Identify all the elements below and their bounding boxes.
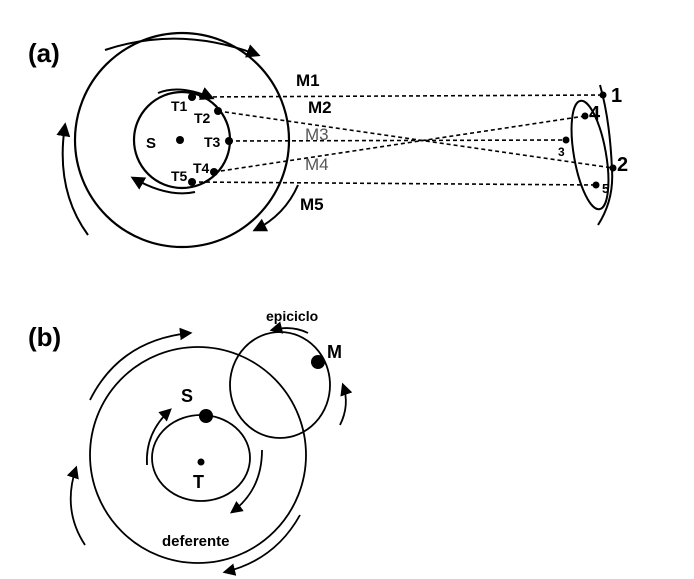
deferent-circle: [89, 346, 307, 564]
apparent-position-2: [609, 164, 617, 172]
epicycle-arrow-top: [269, 321, 309, 334]
sight-lines: [191, 94, 614, 186]
sun-orbit-arrow-left: [146, 408, 172, 466]
deferent-label: deferente: [162, 533, 230, 550]
deferent-arrow-left: [66, 465, 86, 546]
mars-label-m5: M5: [300, 195, 324, 214]
panel-b: (b) epiciclo M S T deferente: [28, 308, 353, 576]
sun-label-b: S: [181, 386, 193, 406]
panel-a: (a) S T1 T2 T3 T4 T5: [28, 31, 628, 249]
earth-label-t5: T5: [171, 168, 188, 184]
earth-orbit-arrow-top: [157, 87, 215, 100]
apparent-label-1: 1: [611, 85, 622, 107]
apparent-label-4: 4: [589, 103, 601, 125]
apparent-position-5: [592, 181, 600, 189]
earth-label-t3: T3: [204, 134, 221, 150]
sun-label: S: [146, 135, 156, 152]
mars-label-m3: M3: [305, 125, 329, 144]
earth-label-t2: T2: [194, 110, 211, 126]
deferent-arrow-bottom: [222, 514, 301, 576]
earth-label-t4: T4: [193, 160, 210, 176]
earth-orbit-arrow-bottom: [130, 176, 196, 195]
sight-line-2: [217, 110, 614, 169]
sun-dot: [176, 136, 184, 144]
apparent-label-2: 2: [617, 154, 628, 176]
sight-line-4: [213, 115, 586, 173]
apparent-position-4: [581, 112, 589, 120]
earth-body: [197, 458, 205, 466]
mars-body: [311, 355, 325, 369]
mars-label-m2: M2: [308, 98, 332, 117]
mars-orbit-arrow-top: [104, 37, 261, 58]
panel-a-label: (a): [28, 38, 60, 68]
deferent-arrow-top: [89, 327, 193, 401]
panel-b-label: (b): [28, 322, 61, 352]
sight-line-1: [191, 94, 604, 98]
retrograde-loop: [570, 99, 610, 211]
apparent-label-5: 5: [602, 181, 609, 196]
mars-label-m1: M1: [296, 71, 320, 90]
apparent-position-1: [599, 91, 607, 99]
apparent-position-3: [562, 136, 570, 144]
mars-orbit: [73, 31, 291, 249]
mars-label-m4: M4: [305, 155, 329, 174]
apparent-label-3: 3: [558, 145, 565, 159]
sight-line-5: [191, 181, 597, 186]
mars-orbit-arrow-left: [56, 122, 89, 236]
earth-label-t1: T1: [171, 98, 188, 114]
sun-body: [199, 409, 213, 423]
epicycle-arrow-right: [339, 382, 353, 426]
mars-orbit-arrow-right: [252, 184, 299, 232]
mars-label: M: [327, 342, 342, 362]
sun-orbit-arrow-right: [229, 449, 263, 514]
epicycle-label: epiciclo: [266, 308, 318, 324]
sight-line-3: [228, 139, 567, 142]
earth-label: T: [193, 472, 204, 492]
